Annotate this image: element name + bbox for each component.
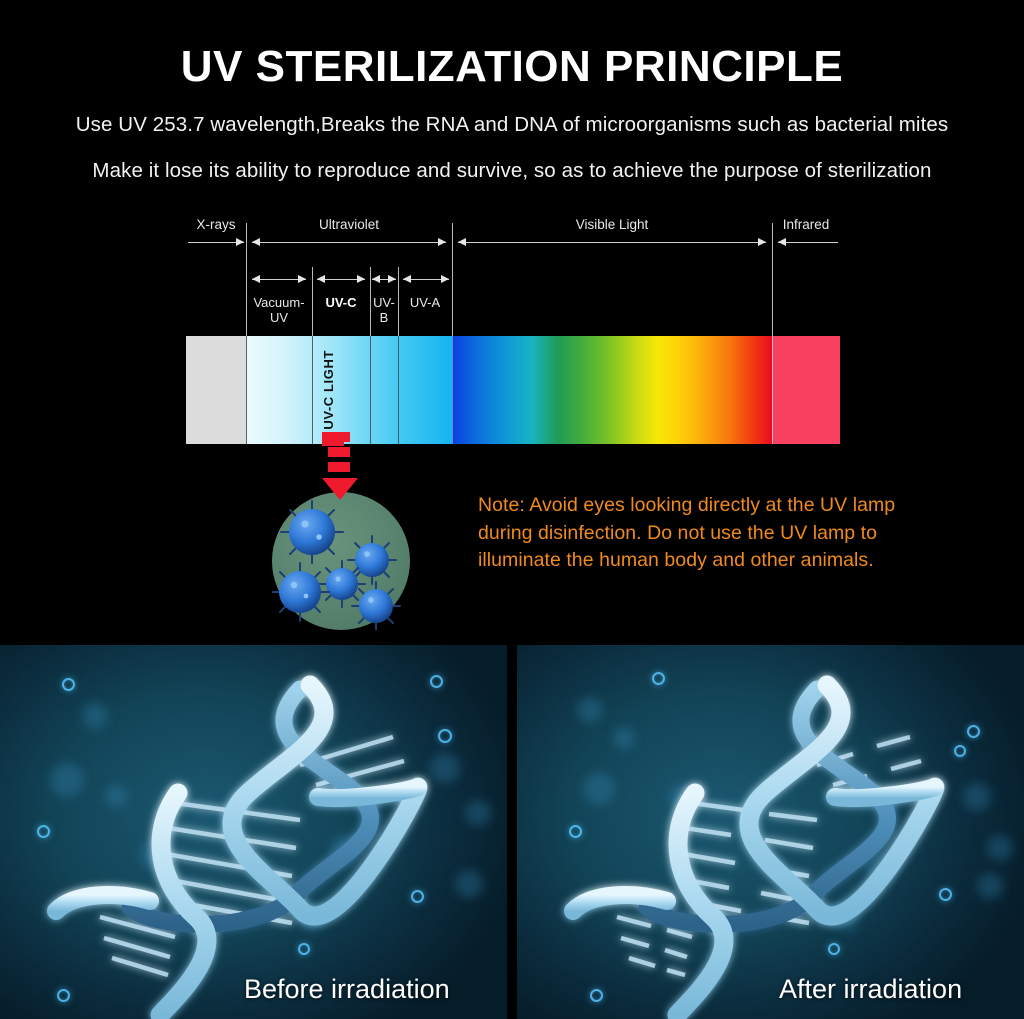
uvc-light-label: UV-C LIGHT	[321, 350, 336, 430]
bokeh-dot	[465, 800, 491, 826]
dna-helix-damaged	[564, 675, 945, 1019]
divider-uvc-uvb	[370, 267, 371, 341]
spectrum-band-xray	[186, 336, 246, 444]
bar-divider-uvc-uvb	[370, 336, 371, 444]
virus-particles-group	[272, 500, 401, 630]
band-label-infrared: Infrared	[782, 217, 830, 232]
dna-comparison-section: Before irradiation	[0, 645, 1024, 1019]
dna-panel-after: After irradiation	[517, 645, 1024, 1019]
arrow-uvb	[372, 275, 396, 284]
bokeh-dot	[967, 725, 980, 738]
bar-divider-uvb-uva	[398, 336, 399, 444]
arrow-ultraviolet	[252, 238, 446, 247]
arrow-xrays	[188, 238, 244, 247]
bokeh-dot	[977, 873, 1003, 899]
bokeh-dot	[590, 989, 603, 1002]
subband-label-uvc: UV-C	[312, 295, 370, 310]
bokeh-dot	[963, 783, 991, 811]
subband-label-uvb: UV- B	[370, 295, 398, 326]
divider-vacuumuv-uvc	[312, 267, 313, 341]
arrow-infrared	[778, 238, 838, 247]
bokeh-dot	[577, 697, 603, 723]
bokeh-dot	[939, 888, 952, 901]
spectrum-band-infrared	[772, 336, 840, 444]
bokeh-dot	[569, 825, 582, 838]
bar-divider-uv-visible	[452, 336, 453, 444]
divider-uv-visible	[452, 223, 453, 341]
bokeh-dot	[430, 753, 460, 783]
spectrum-color-bar: UV-C LIGHT	[186, 336, 840, 446]
spectrum-band-ultraviolet	[246, 336, 452, 444]
band-label-ultraviolet: Ultraviolet	[318, 217, 380, 232]
band-label-visible-light: Visible Light	[575, 217, 649, 232]
bokeh-dot	[438, 729, 452, 743]
divider-uvb-uva	[398, 267, 399, 341]
bokeh-dot	[828, 943, 840, 955]
subband-label-vacuum-uv: Vacuum- UV	[246, 295, 312, 326]
band-label-xrays: X-rays	[196, 217, 236, 232]
subband-text-vacuum-uv: Vacuum- UV	[253, 295, 305, 326]
subtitle-line-2: Make it lose its ability to reproduce an…	[92, 159, 932, 182]
bokeh-dot	[652, 672, 665, 685]
bokeh-dot	[82, 703, 108, 729]
arrow-visible-light	[458, 238, 766, 247]
arrow-uvc	[317, 275, 365, 284]
bar-divider-visible-infrared	[772, 336, 773, 444]
bar-divider-vacuumuv-uvc	[312, 336, 313, 444]
electromagnetic-spectrum-diagram: X-rays Ultraviolet Visible Light Infrare…	[0, 205, 1024, 455]
subtitle-line-1: Use UV 253.7 wavelength,Breaks the RNA a…	[75, 113, 949, 136]
subband-text-uvb: UV- B	[373, 295, 395, 326]
page-title: UV STERILIZATION PRINCIPLE	[180, 42, 844, 91]
bokeh-dot	[954, 745, 966, 757]
bar-divider-xray-uv	[246, 336, 247, 444]
divider-xray-uv	[246, 223, 247, 341]
divider-visible-infrared	[772, 223, 773, 341]
virus-icon	[272, 500, 401, 630]
subband-text-uva: UV-A	[409, 295, 441, 310]
subband-label-uva: UV-A	[398, 295, 452, 310]
bokeh-dot	[37, 825, 50, 838]
bokeh-dot	[298, 943, 310, 955]
bokeh-dot	[411, 890, 424, 903]
bokeh-dot	[583, 773, 615, 805]
microbe-illustration	[272, 492, 410, 630]
subband-text-uvc: UV-C	[325, 295, 357, 310]
bokeh-dot	[987, 835, 1013, 861]
arrow-uva	[403, 275, 449, 284]
bokeh-dot	[50, 763, 84, 797]
arrow-vacuum-uv	[252, 275, 306, 284]
bokeh-dot	[455, 870, 483, 898]
bokeh-dot	[105, 785, 127, 807]
dna-caption-before: Before irradiation	[244, 974, 450, 1004]
bokeh-dot	[62, 678, 75, 691]
header-panel: UV STERILIZATION PRINCIPLE Use UV 253.7 …	[0, 42, 1024, 630]
spectrum-band-visible	[452, 336, 772, 444]
bokeh-dot	[613, 727, 635, 749]
uv-beam-arrow	[322, 432, 358, 500]
dna-caption-after: After irradiation	[779, 974, 963, 1004]
dna-helix-intact	[47, 675, 428, 1019]
bokeh-dot	[57, 989, 70, 1002]
dna-panel-before: Before irradiation	[0, 645, 507, 1019]
safety-note: Note: Avoid eyes looking directly at the…	[478, 494, 896, 572]
bokeh-dot	[430, 675, 443, 688]
